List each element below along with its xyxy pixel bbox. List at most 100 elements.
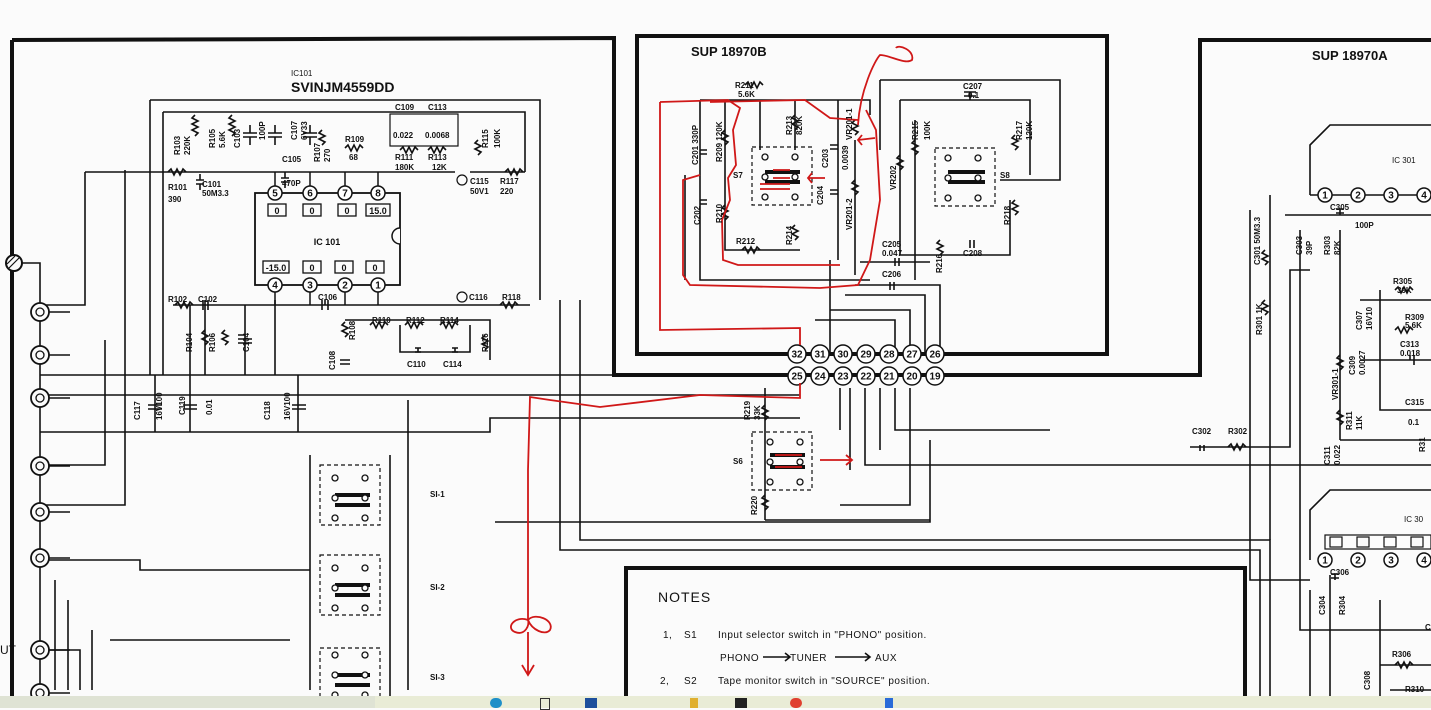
connector-pin-number: 28: [883, 350, 895, 361]
component-label: C306: [1330, 568, 1350, 577]
terminal-icon[interactable]: [735, 698, 747, 708]
component-label: R217: [1015, 120, 1024, 140]
component-label: R211: [735, 81, 754, 90]
component-label: C114: [443, 360, 462, 369]
ic301-pin: 2: [1350, 552, 1366, 568]
component-label: R209 120K: [715, 121, 724, 162]
component-label: R102: [168, 295, 188, 304]
connector-pin: 24: [810, 366, 830, 386]
component-label: R113: [428, 153, 447, 162]
component-label: C109: [395, 103, 415, 112]
component-label: R305: [1393, 277, 1413, 286]
component-label: R302: [1228, 427, 1248, 436]
ic101-voltage: 0: [372, 263, 377, 273]
component-label: C305: [1330, 203, 1350, 212]
component-label: C208: [963, 249, 983, 258]
note-1-code: S1: [684, 630, 697, 641]
component-label: C206: [882, 270, 902, 279]
note-1-text: Input selector switch in "PHONO" positio…: [718, 630, 927, 641]
component-label: R301 1K: [1255, 303, 1264, 335]
component-label: 100K: [923, 121, 932, 140]
app-icon[interactable]: [885, 698, 893, 708]
component-label: C309: [1348, 355, 1357, 375]
connector-pin-number: 21: [883, 372, 895, 383]
red-annotations: [510, 45, 914, 677]
ic101-part: SVINJM4559DD: [291, 79, 395, 95]
component-label: 100P: [258, 121, 267, 140]
component-label: 12K: [432, 163, 447, 172]
ic101-voltage: 0: [274, 206, 279, 216]
ic301-pin: 1: [1317, 552, 1333, 568]
connector-pin-number: 27: [906, 350, 918, 361]
connector-pin-number: 26: [929, 350, 941, 361]
component-label: 0.047: [882, 249, 903, 258]
component-label: 16V10: [1365, 306, 1374, 330]
component-label: R115: [481, 129, 490, 148]
ic101-voltage: -15.0: [266, 263, 287, 273]
component-label: 5.6K: [1405, 321, 1422, 330]
component-label: 0.01: [205, 399, 214, 415]
component-label: SI-3: [430, 673, 445, 682]
connector-pin: 27: [902, 344, 922, 364]
note-1-phono: PHONO: [720, 653, 759, 664]
ic301-pin-number: 4: [1421, 191, 1427, 202]
jack-connector-icon: [30, 640, 70, 660]
chrome-icon[interactable]: [790, 698, 802, 708]
file-icon[interactable]: [540, 698, 550, 710]
component-label: 50M3.3: [202, 189, 229, 198]
ic301-pin: 4: [1416, 187, 1431, 203]
component-label: C118: [263, 401, 272, 420]
component-label: VR201-1: [845, 108, 854, 140]
note-arrow-icon: [763, 652, 792, 662]
ic101-voltage: 15.0: [369, 206, 387, 216]
ic301-pin: 2: [1350, 187, 1366, 203]
component-label: VR201-2: [845, 198, 854, 230]
component-label: 100K: [493, 129, 502, 148]
jack-connector-icon: [30, 302, 70, 322]
component-label: C115: [470, 177, 489, 186]
component-label: R219: [743, 400, 752, 420]
component-label: C108: [328, 350, 337, 370]
component-label: C205: [882, 240, 902, 249]
ic301-pin-number: 3: [1388, 556, 1394, 567]
note-1-aux: AUX: [875, 653, 897, 664]
component-label: 120K: [1025, 121, 1034, 140]
connector-pin: 23: [833, 366, 853, 386]
ic301-pin: 3: [1383, 187, 1399, 203]
component-label: R213: [785, 115, 794, 135]
component-label: R215: [911, 120, 920, 140]
component-label: C204: [816, 185, 825, 205]
folder-icon[interactable]: [690, 698, 698, 708]
ic101-pin: 3: [302, 277, 318, 293]
component-label: 5.6K: [218, 131, 227, 148]
word-icon[interactable]: [585, 698, 597, 708]
component-label: 0.0068: [425, 131, 450, 140]
ic101-pin: 5: [267, 185, 283, 201]
note-2-code: S2: [684, 676, 697, 687]
ic101-pin-number: 6: [307, 189, 313, 200]
browser-icon[interactable]: [490, 698, 502, 708]
component-label: 220: [500, 187, 514, 196]
connector-pin: 20: [902, 366, 922, 386]
jack-connector-icon: [30, 388, 70, 408]
component-label: R103: [173, 135, 182, 155]
connector-pin: 25: [787, 366, 807, 386]
ic302-label: IC 30: [1404, 515, 1424, 524]
ic101-pin-number: 1: [375, 281, 381, 292]
board-a-title: SUP 18970A: [1312, 48, 1388, 63]
component-label: 0.0027: [1358, 350, 1367, 375]
connector-pin-number: 24: [814, 372, 826, 383]
taskbar: [0, 696, 1431, 710]
component-label: C302: [1192, 427, 1212, 436]
taskbar-search-area[interactable]: [0, 696, 375, 708]
ic101-pin: 8: [370, 185, 386, 201]
component-label: R110: [372, 316, 391, 325]
component-label: C106: [318, 293, 338, 302]
component-label: R304: [1338, 595, 1347, 615]
component-label: R114: [440, 316, 459, 325]
component-label: 0.1: [968, 91, 980, 100]
component-label: C113: [428, 103, 447, 112]
ic101-pin-number: 7: [342, 189, 348, 200]
component-label: 11K: [1355, 416, 1364, 430]
